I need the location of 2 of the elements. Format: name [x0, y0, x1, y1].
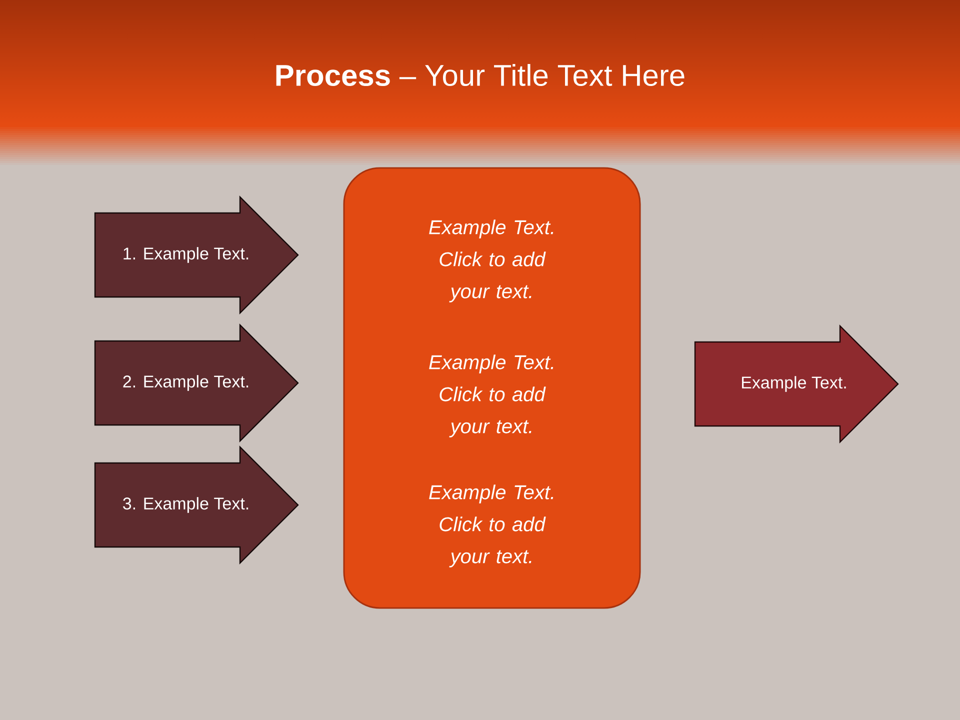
- title: Process – Your Title Text Here: [276, 64, 684, 86]
- text-panel: Example Text. Click to add your text. Example Text. Click to add your text. Example Text. Click to add your text.: [343, 167, 641, 609]
